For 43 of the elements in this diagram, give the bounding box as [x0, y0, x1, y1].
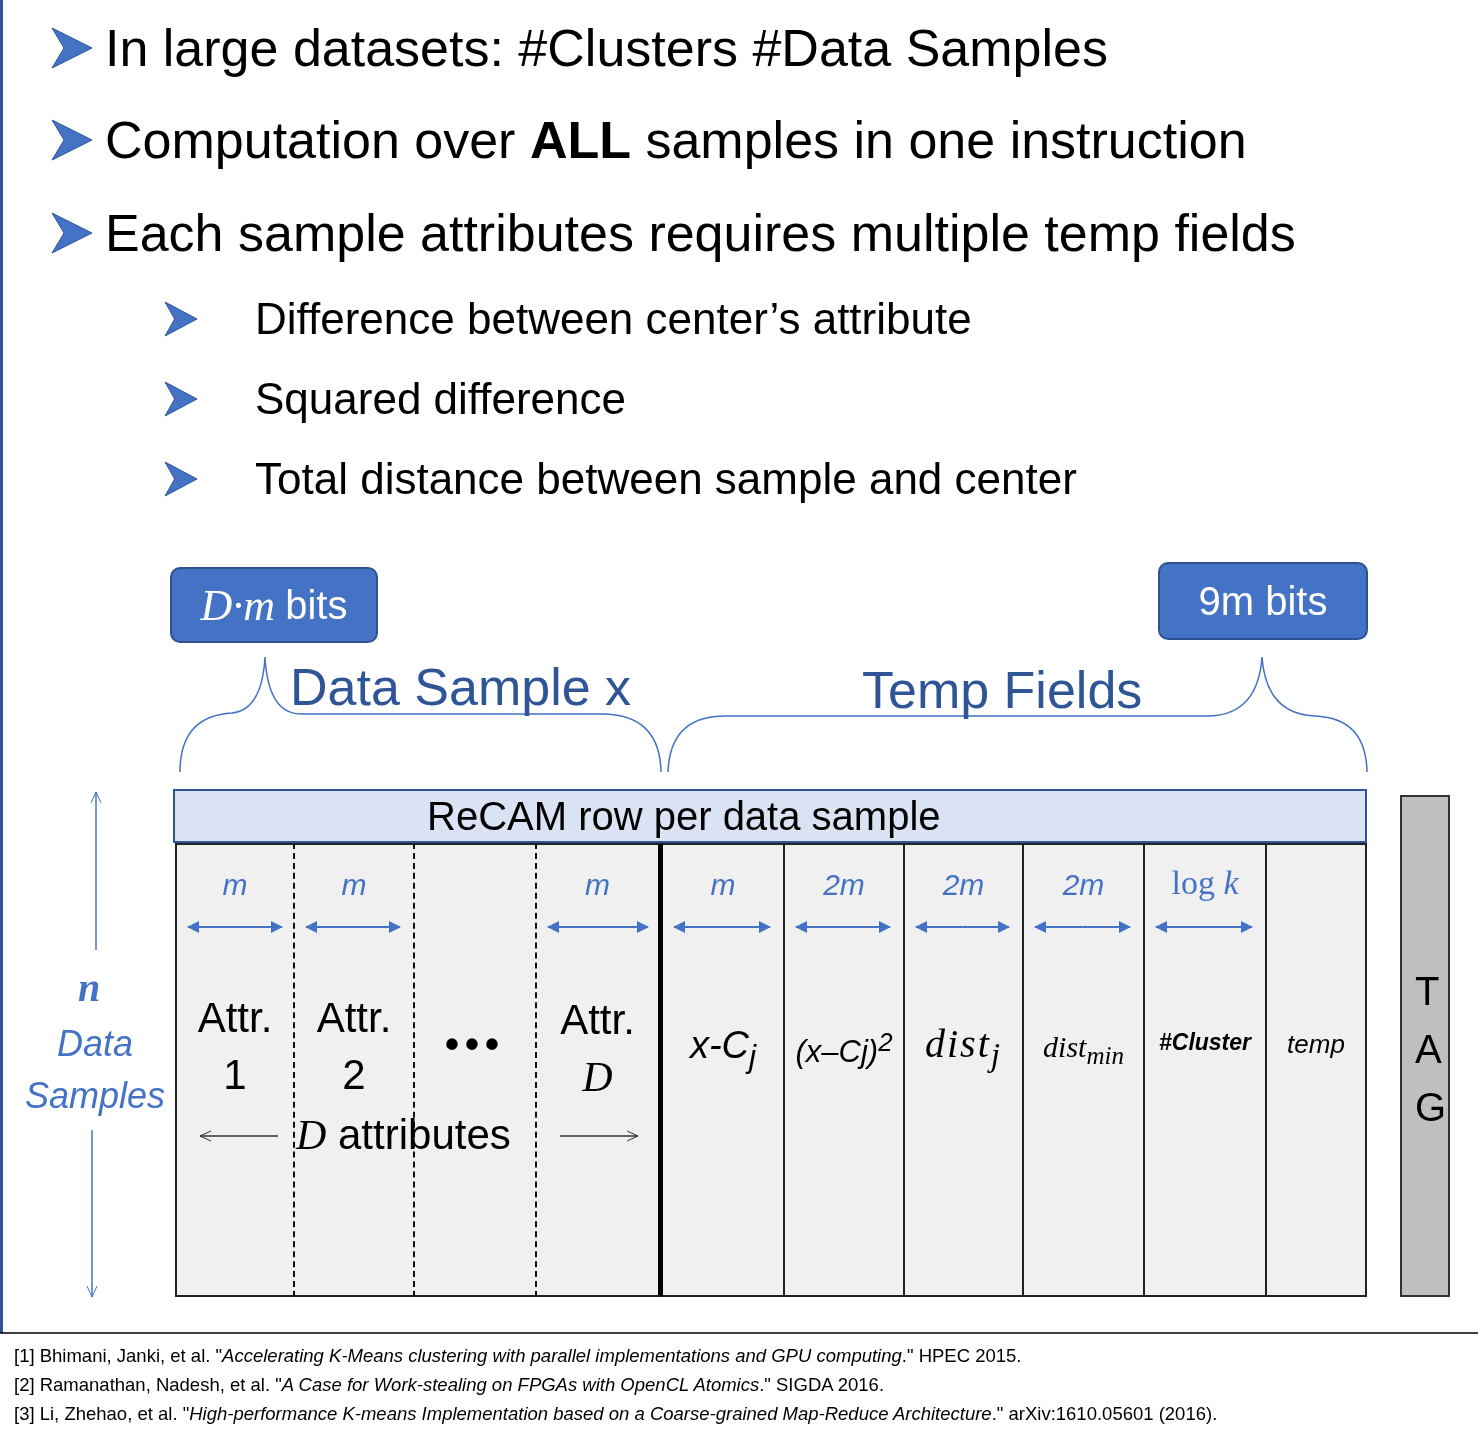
reference-text: [2] Ramanathan, Nadesh, et al. "A Case for Work-stealing on FPGAs with OpenCL Atomics." SIGDA 2016.	[14, 1374, 885, 1397]
bullet-text: Squared difference	[255, 373, 626, 425]
memory-column	[537, 843, 663, 1297]
section-heading: Data Sample x	[290, 657, 632, 718]
field-label: Attr. D	[559, 995, 636, 1102]
field-label: dist$_{j}$	[924, 1020, 1003, 1075]
reference-text: [1] Bhimani, Janki, et al. "Accelerating K-Means clustering with parallel implementations and GPU computing." HPEC 2015.	[14, 1345, 1022, 1368]
field-label: (x–Cj)$^{2}$	[795, 1027, 893, 1072]
memory-column	[1267, 843, 1367, 1297]
bit-count-badge: 9m bits	[1158, 562, 1368, 640]
tag-bar: TAG	[1400, 795, 1450, 1297]
bullet-text: Total distance between sample and center	[255, 453, 1077, 505]
bit-width-label: m	[709, 867, 737, 903]
field-label: Attr. 1	[196, 993, 274, 1100]
memory-column	[1145, 843, 1267, 1297]
dimension-label: D attributes	[296, 1110, 511, 1160]
field-label: #Cluster	[1159, 1028, 1251, 1057]
field-label: dist$_{min}$	[1043, 1029, 1124, 1071]
bit-width-label: m	[584, 867, 611, 903]
bullet-text: Computation over ALL samples in one instruction	[105, 110, 1247, 171]
row-header-band: ReCAM row per data sample	[173, 789, 1367, 843]
bit-width-label: m	[340, 867, 368, 903]
axis-label: Data Samples	[23, 1022, 167, 1119]
bit-width-label: 2m	[822, 867, 866, 903]
bit-count-badge: D·m bits	[170, 567, 378, 643]
memory-column	[663, 843, 785, 1297]
bit-width-label: 2m	[941, 867, 986, 903]
variable-label: n	[78, 964, 101, 1012]
field-label: temp	[1287, 1028, 1345, 1061]
bit-width-label: log k	[1170, 863, 1240, 903]
bullet-text: In large datasets: #Clusters #Data Samples	[105, 18, 1108, 79]
field-label: •••	[445, 1021, 505, 1068]
bit-width-label: 2m	[1061, 867, 1106, 903]
bullet-text: Difference between center’s attribute	[255, 293, 972, 345]
bit-width-label: m	[221, 867, 249, 903]
bullet-text: Each sample attributes requires multiple temp fields	[105, 203, 1296, 264]
memory-column	[905, 843, 1024, 1297]
memory-column	[175, 843, 295, 1297]
memory-column	[785, 843, 905, 1297]
section-heading: Temp Fields	[862, 660, 1143, 721]
field-label: x-C$_{j}$	[689, 1023, 757, 1076]
reference-text: [3] Li, Zhehao, et al. "High-performance K-means Implementation based on a Coarse-grained Map-Reduce Architecture." arXiv:1610.05601 (2016).	[14, 1403, 1218, 1426]
memory-column	[1024, 843, 1145, 1297]
